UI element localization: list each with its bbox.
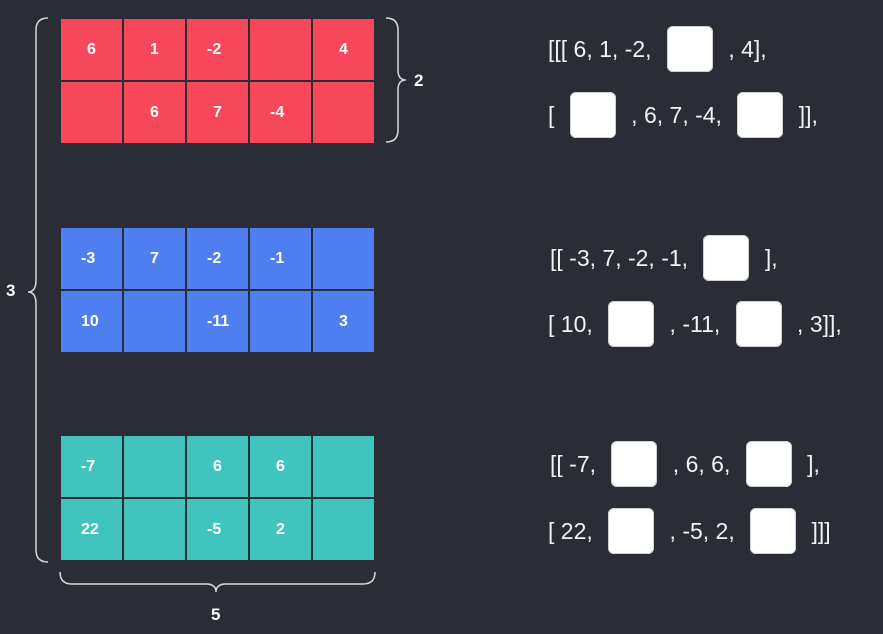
code-text: [[ -7, bbox=[550, 450, 603, 477]
code-line: [ 22, , -5, 2, ]]] bbox=[548, 505, 831, 557]
depth-label: 3 bbox=[6, 281, 16, 300]
matrix-cell: 1 bbox=[123, 18, 186, 81]
blank-input-box[interactable] bbox=[737, 92, 784, 138]
matrix-cell: 6 bbox=[60, 18, 123, 81]
matrix-cell bbox=[312, 227, 375, 290]
matrix-cell: 2 bbox=[249, 498, 312, 561]
code-text: ], bbox=[758, 244, 778, 271]
blank-input-box[interactable] bbox=[703, 235, 750, 281]
blank-input-box[interactable] bbox=[608, 301, 655, 347]
code-text: [[[ 6, 1, -2, bbox=[548, 35, 658, 62]
matrix-cell: 7 bbox=[123, 227, 186, 290]
rows-label: 2 bbox=[414, 71, 424, 90]
matrix-cell: 10 bbox=[60, 290, 123, 353]
code-text: [[ -3, 7, -2, -1, bbox=[550, 244, 695, 271]
code-text: , 6, 6, bbox=[666, 450, 737, 477]
matrix-cell bbox=[312, 81, 375, 144]
blank-input-box[interactable] bbox=[750, 508, 797, 554]
matrix-cell: 7 bbox=[186, 81, 249, 144]
blank-input-box[interactable] bbox=[611, 441, 658, 487]
matrix-cell: -5 bbox=[186, 498, 249, 561]
code-text: , 4], bbox=[721, 35, 767, 62]
code-text: [ 10, bbox=[548, 310, 600, 337]
code-line: [ 10, , -11, , 3]], bbox=[548, 298, 842, 350]
matrix-cell: 6 bbox=[186, 435, 249, 498]
matrix-cell: -7 bbox=[60, 435, 123, 498]
code-text: [ 22, bbox=[548, 517, 600, 544]
matrix-cell: 6 bbox=[249, 435, 312, 498]
code-text: [ bbox=[548, 101, 561, 128]
matrix-cell: 6 bbox=[123, 81, 186, 144]
matrix-cell bbox=[249, 18, 312, 81]
columns-brace bbox=[59, 571, 376, 593]
code-line: [[[ 6, 1, -2, , 4], bbox=[548, 23, 767, 75]
matrix-cell bbox=[123, 498, 186, 561]
code-text: ]], bbox=[792, 101, 818, 128]
code-text: ], bbox=[800, 450, 820, 477]
code-text: ]]] bbox=[805, 517, 831, 544]
blank-input-box[interactable] bbox=[666, 26, 713, 72]
code-text: , 6, 7, -4, bbox=[624, 101, 729, 128]
matrix-cell: -3 bbox=[60, 227, 123, 290]
matrix-cell bbox=[312, 435, 375, 498]
code-text: , 3]], bbox=[790, 310, 842, 337]
matrix-cell: -11 bbox=[186, 290, 249, 353]
rows-brace bbox=[385, 17, 407, 143]
matrix-cell: 4 bbox=[312, 18, 375, 81]
matrix-cell: 3 bbox=[312, 290, 375, 353]
matrix-cell bbox=[123, 290, 186, 353]
matrix-cell: -1 bbox=[249, 227, 312, 290]
matrix-cell bbox=[123, 435, 186, 498]
matrix-cell: -2 bbox=[186, 227, 249, 290]
code-line: [[ -7, , 6, 6, ], bbox=[550, 438, 820, 490]
code-line: [ , 6, 7, -4, ]], bbox=[548, 89, 818, 141]
matrix-cell: -4 bbox=[249, 81, 312, 144]
columns-label: 5 bbox=[211, 605, 221, 624]
blank-input-box[interactable] bbox=[735, 301, 782, 347]
blank-input-box[interactable] bbox=[569, 92, 616, 138]
matrix-cell bbox=[249, 290, 312, 353]
matrix-cell: -2 bbox=[186, 18, 249, 81]
matrix-cell: 22 bbox=[60, 498, 123, 561]
code-line: [[ -3, 7, -2, -1, ], bbox=[550, 232, 778, 284]
code-text: , -11, bbox=[663, 310, 727, 337]
blank-input-box[interactable] bbox=[608, 508, 655, 554]
blank-input-box[interactable] bbox=[745, 441, 792, 487]
code-text: , -5, 2, bbox=[663, 517, 742, 544]
matrix-cell bbox=[60, 81, 123, 144]
matrix-cell bbox=[312, 498, 375, 561]
depth-brace bbox=[27, 17, 49, 563]
